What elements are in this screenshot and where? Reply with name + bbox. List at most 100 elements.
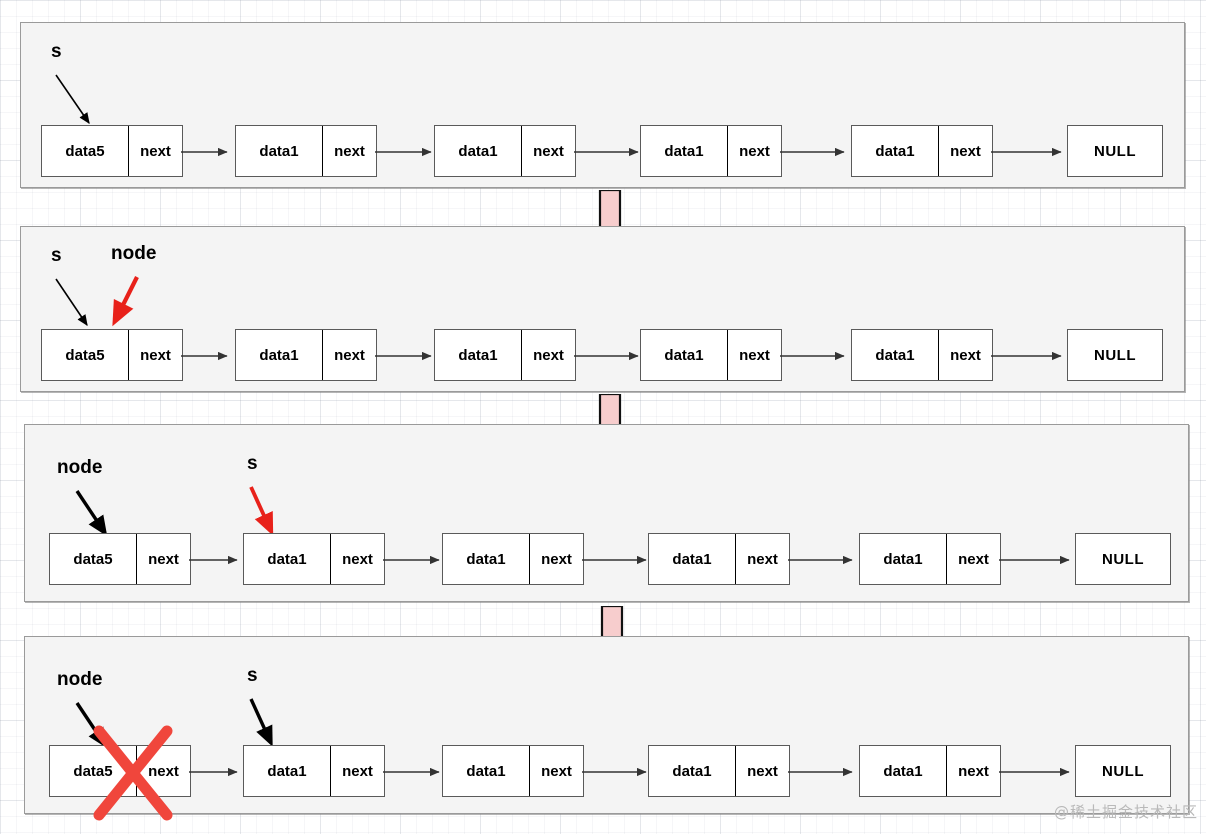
panel-step-1: s data5 next data1 next data1 n — [20, 22, 1185, 188]
pointer-label-node: node — [57, 669, 103, 690]
link-arrow — [582, 767, 654, 777]
list-node-null: NULL — [1075, 533, 1171, 585]
link-arrow — [375, 147, 439, 157]
list-node: data1 next — [243, 533, 385, 585]
link-arrow — [181, 351, 235, 361]
pointer-arrow-node — [99, 273, 159, 339]
pointer-label-node: node — [111, 243, 157, 264]
list-node: data1 next — [235, 329, 377, 381]
pointer-arrow-s — [51, 275, 101, 337]
node-next-label: next — [529, 746, 583, 796]
list-node: data1 next — [640, 125, 782, 177]
node-data-label: data5 — [65, 346, 105, 364]
pointer-label-s: s — [51, 245, 62, 266]
list-node: data1 next — [434, 329, 576, 381]
link-arrow — [383, 767, 447, 777]
list-node: data1 next — [648, 533, 790, 585]
node-data-label: data1 — [672, 762, 712, 780]
list-node: data1 next — [859, 745, 1001, 797]
node-data-label: data1 — [458, 142, 498, 160]
list-node: data1 next — [442, 533, 584, 585]
link-arrow — [189, 555, 245, 565]
list-node: data1 next — [434, 125, 576, 177]
list-node: data1 next — [859, 533, 1001, 585]
link-arrow — [582, 555, 654, 565]
node-next-label: next — [322, 126, 376, 176]
node-null-label: NULL — [1094, 142, 1136, 160]
node-data-label: data1 — [259, 346, 299, 364]
pointer-arrow-node — [71, 487, 127, 549]
link-arrow — [574, 147, 646, 157]
pointer-arrow-s — [243, 483, 297, 547]
link-arrow — [788, 555, 860, 565]
pointer-label-s: s — [247, 453, 258, 474]
node-data-label: data5 — [73, 550, 113, 568]
panel-step-3: node s data5 next data1 next data1 — [24, 424, 1189, 602]
node-next-label: next — [322, 330, 376, 380]
node-data-label: data1 — [883, 762, 923, 780]
node-next-label: next — [938, 126, 992, 176]
list-node: data5 next — [41, 125, 183, 177]
node-null-label: NULL — [1094, 346, 1136, 364]
node-data-label: data1 — [672, 550, 712, 568]
list-node: data5 next — [41, 329, 183, 381]
link-arrow — [999, 767, 1077, 777]
node-next-label: next — [938, 330, 992, 380]
node-null-label: NULL — [1102, 762, 1144, 780]
node-next-label: next — [128, 126, 182, 176]
link-arrow — [991, 147, 1069, 157]
panel-step-4: node s data5 next data1 next — [24, 636, 1189, 821]
node-next-label: next — [946, 746, 1000, 796]
node-next-label: next — [727, 126, 781, 176]
node-next-label: next — [521, 126, 575, 176]
pointer-label-node: node — [57, 457, 103, 478]
pointer-arrow-s — [51, 71, 101, 133]
node-next-label: next — [735, 534, 789, 584]
node-data-label: data1 — [883, 550, 923, 568]
list-node: data1 next — [243, 745, 385, 797]
pointer-arrow-s — [243, 695, 297, 759]
list-node: data5 next — [49, 533, 191, 585]
list-node-null: NULL — [1067, 329, 1163, 381]
delete-cross-icon — [85, 723, 181, 823]
link-arrow — [780, 351, 852, 361]
node-next-label: next — [330, 746, 384, 796]
node-data-label: data1 — [466, 550, 506, 568]
link-arrow — [574, 351, 646, 361]
node-data-label: data1 — [664, 142, 704, 160]
link-arrow — [999, 555, 1077, 565]
node-null-label: NULL — [1102, 550, 1144, 568]
node-data-label: data1 — [458, 346, 498, 364]
node-next-label: next — [128, 330, 182, 380]
link-arrow — [189, 767, 245, 777]
node-next-label: next — [529, 534, 583, 584]
node-data-label: data1 — [875, 142, 915, 160]
list-node: data1 next — [640, 329, 782, 381]
link-arrow — [375, 351, 439, 361]
pointer-label-s: s — [51, 41, 62, 62]
link-arrow — [788, 767, 860, 777]
node-data-label: data1 — [267, 762, 307, 780]
node-data-label: data1 — [259, 142, 299, 160]
node-next-label: next — [521, 330, 575, 380]
node-data-label: data1 — [267, 550, 307, 568]
list-node: data1 next — [851, 125, 993, 177]
node-data-label: data1 — [466, 762, 506, 780]
node-next-label: next — [946, 534, 1000, 584]
link-arrow — [181, 147, 235, 157]
node-data-label: data5 — [73, 762, 113, 780]
list-node-null: NULL — [1075, 745, 1171, 797]
node-next-label: next — [735, 746, 789, 796]
list-node: data1 next — [235, 125, 377, 177]
node-data-label: data1 — [664, 346, 704, 364]
link-arrow — [780, 147, 852, 157]
node-data-label: data1 — [875, 346, 915, 364]
node-data-label: data5 — [65, 142, 105, 160]
link-arrow — [383, 555, 447, 565]
list-node: data1 next — [442, 745, 584, 797]
link-arrow — [991, 351, 1069, 361]
node-next-label: next — [727, 330, 781, 380]
watermark-text: @稀土掘金技术社区 — [1053, 803, 1198, 821]
node-next-label: next — [136, 534, 190, 584]
list-node: data1 next — [851, 329, 993, 381]
